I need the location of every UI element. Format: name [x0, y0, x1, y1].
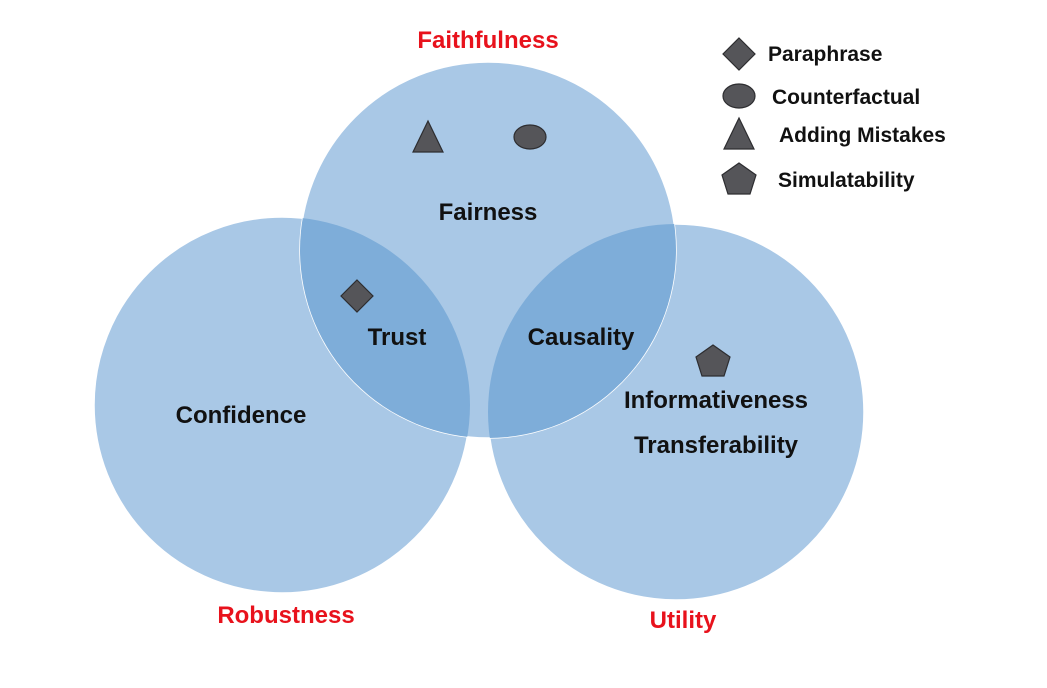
legend-label-adding-mistakes: Adding Mistakes	[779, 124, 946, 147]
causality-label: Causality	[528, 324, 635, 351]
legend-item-paraphrase: Paraphrase	[722, 37, 882, 71]
legend-item-simulatability: Simulatability	[721, 162, 915, 195]
legend-item-counterfactual: Counterfactual	[722, 83, 920, 109]
legend-label-paraphrase: Paraphrase	[768, 43, 882, 66]
ellipse-icon	[722, 83, 756, 109]
utility-label: Utility	[650, 607, 717, 634]
transferability-label: Transferability	[634, 432, 799, 459]
ellipse-icon	[513, 124, 547, 150]
robustness-label: Robustness	[217, 602, 354, 629]
legend: Paraphrase Counterfactual Adding Mistake…	[721, 37, 946, 195]
pentagon-icon	[695, 344, 731, 377]
legend-item-adding-mistakes: Adding Mistakes	[723, 116, 946, 150]
fairness-label: Fairness	[439, 199, 538, 226]
pentagon-icon	[721, 162, 757, 195]
faithfulness-label: Faithfulness	[417, 27, 558, 54]
triangle-icon	[412, 119, 444, 153]
diamond-icon	[722, 37, 756, 71]
trust-overlap-region	[300, 217, 470, 438]
causality-overlap-region	[488, 224, 676, 438]
informativeness-label: Informativeness	[624, 387, 808, 414]
confidence-label: Confidence	[176, 402, 307, 429]
legend-label-simulatability: Simulatability	[778, 169, 915, 192]
triangle-icon	[723, 116, 755, 150]
trust-label: Trust	[368, 324, 427, 351]
diamond-icon	[340, 279, 374, 313]
legend-label-counterfactual: Counterfactual	[772, 86, 920, 109]
